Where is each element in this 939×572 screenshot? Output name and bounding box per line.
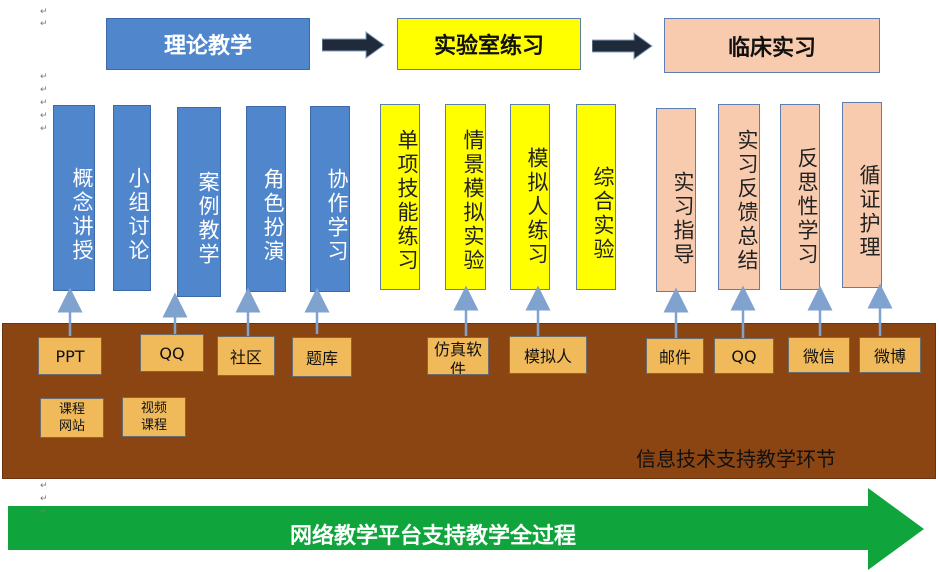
tool-qq-clinical: QQ xyxy=(714,338,774,374)
paragraph-mark: ↵ xyxy=(40,7,48,17)
method-case-teaching: 案例教学 xyxy=(177,107,221,297)
tool-ppt: PPT xyxy=(38,337,102,375)
method-manikin-practice: 模拟人练习 xyxy=(510,104,550,290)
paragraph-mark: ↵ xyxy=(40,507,48,517)
paragraph-mark: ↵ xyxy=(40,124,48,134)
tool-wechat: 微信 xyxy=(788,337,850,373)
tool-qq: QQ xyxy=(140,334,204,372)
paragraph-mark: ↵ xyxy=(40,85,48,95)
method-single-skill: 单项技能练习 xyxy=(380,104,420,290)
paragraph-mark: ↵ xyxy=(40,98,48,108)
paragraph-mark: ↵ xyxy=(40,494,48,504)
method-reflective-learning: 反思性学习 xyxy=(780,104,820,290)
method-role-play: 角色扮演 xyxy=(246,106,286,292)
platform-arrow-label: 网络教学平台支持教学全过程 xyxy=(290,524,577,549)
stage-arrow xyxy=(592,32,653,60)
paragraph-mark: ↵ xyxy=(40,72,48,82)
tool-question-bank: 题库 xyxy=(292,337,352,377)
it-support-label: 信息技术支持教学环节 xyxy=(636,447,836,471)
tool-manikin: 模拟人 xyxy=(509,336,587,374)
tool-simulation-software: 仿真软件 xyxy=(427,337,489,375)
paragraph-mark: ↵ xyxy=(40,111,48,121)
stage-label: 理论教学 xyxy=(163,34,252,59)
stage-label: 临床实习 xyxy=(727,35,816,61)
tool-community: 社区 xyxy=(217,336,275,376)
tool-email: 邮件 xyxy=(646,338,704,374)
stage-arrow xyxy=(322,31,385,59)
method-comprehensive-experiment: 综合实验 xyxy=(576,104,616,290)
method-group-discussion: 小组讨论 xyxy=(113,105,151,291)
stage-lab: 实验室练习 xyxy=(397,18,581,70)
method-internship-feedback: 实习反馈总结 xyxy=(718,104,760,290)
tool-video-course: 视频课程 xyxy=(122,397,186,437)
method-evidence-based-nursing: 循证护理 xyxy=(842,102,882,288)
platform-arrow xyxy=(8,488,924,570)
tool-weibo: 微博 xyxy=(859,337,921,373)
paragraph-mark: ↵ xyxy=(40,481,48,491)
method-concept-lecture: 概念讲授 xyxy=(53,105,95,291)
stage-clinical: 临床实习 xyxy=(664,18,880,73)
stage-theory: 理论教学 xyxy=(106,18,310,70)
paragraph-mark: ↵ xyxy=(40,19,48,29)
stage-label: 实验室练习 xyxy=(433,34,544,59)
method-collaborative-learning: 协作学习 xyxy=(310,106,350,292)
method-scenario-simulation: 情景模拟实验 xyxy=(445,104,486,290)
tool-course-website: 课程网站 xyxy=(40,398,104,438)
